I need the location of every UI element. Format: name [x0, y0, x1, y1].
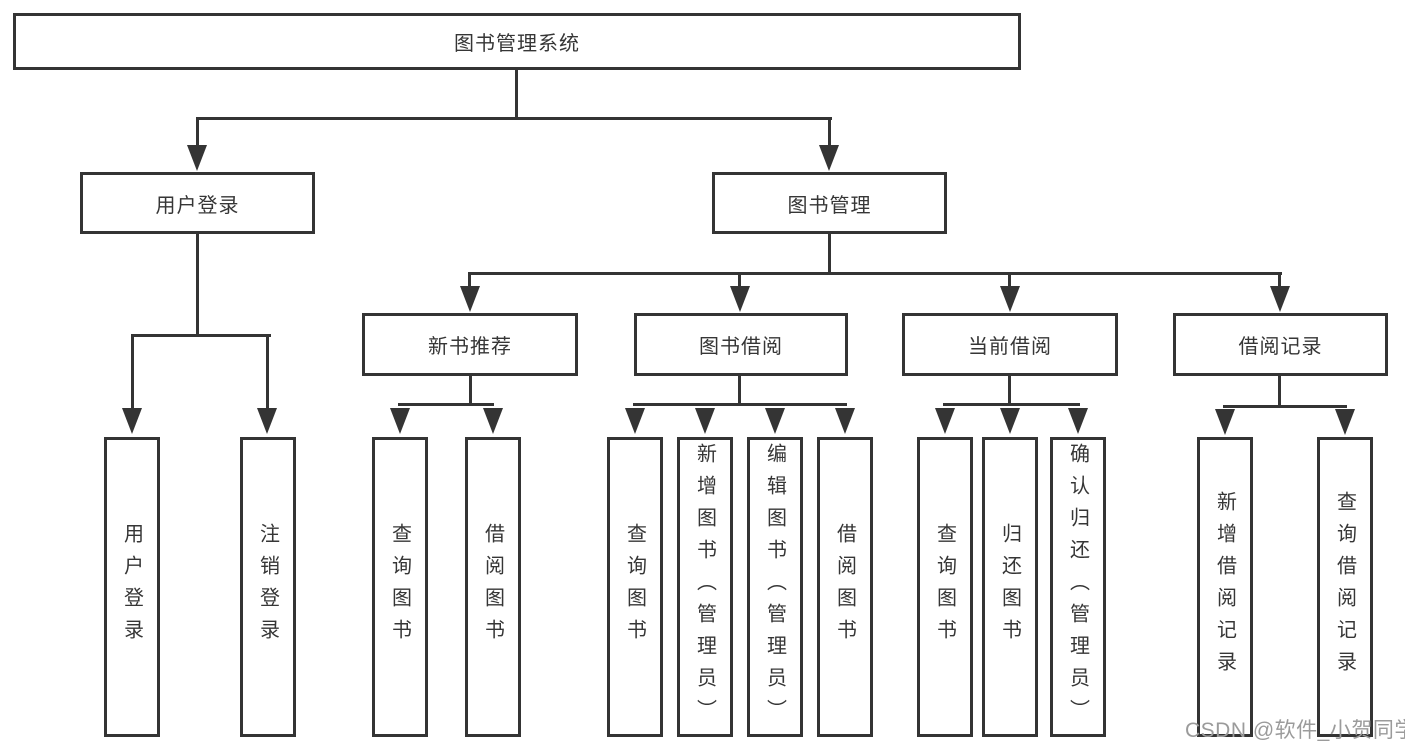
node-current-borrowing: 当前借阅 — [902, 313, 1118, 376]
node-root: 图书管理系统 — [13, 13, 1021, 70]
arrowhead-icon — [257, 408, 277, 434]
connector-records-stem — [1278, 376, 1281, 408]
node-borrow-books-borrowing: 借阅图书 — [817, 437, 873, 737]
node-confirm-return-admin-label: 确认归还（管理员） — [1066, 443, 1089, 731]
connector-records-bar — [1223, 405, 1347, 408]
connector-current-drop — [1008, 272, 1011, 288]
node-query-books-current-label: 查询图书 — [933, 523, 956, 651]
connector-user-login-bar — [131, 334, 271, 337]
connector-book-mgmt-bar — [469, 272, 1282, 275]
arrowhead-icon — [483, 408, 503, 434]
connector-recommend-stem — [469, 376, 472, 406]
arrowhead-icon — [835, 408, 855, 434]
arrowhead-icon — [819, 145, 839, 171]
node-borrowing-records-label: 借阅记录 — [1238, 336, 1323, 358]
node-query-books-current: 查询图书 — [917, 437, 973, 737]
node-logout-label: 注销登录 — [256, 523, 279, 651]
arrowhead-icon — [1270, 286, 1290, 312]
connector-root-bar — [196, 117, 832, 120]
connector-user-login-drop — [196, 117, 199, 147]
node-add-borrow-record-label: 新增借阅记录 — [1213, 491, 1236, 683]
node-query-books-recommend-label: 查询图书 — [388, 523, 411, 651]
node-edit-books-admin: 编辑图书（管理员） — [747, 437, 803, 737]
node-user-login: 用户登录 — [80, 172, 315, 234]
connector-book-mgmt-stem — [828, 234, 831, 275]
node-add-books-admin-label: 新增图书（管理员） — [693, 443, 716, 731]
arrowhead-icon — [765, 408, 785, 434]
node-borrow-books-recommend-label: 借阅图书 — [481, 523, 504, 651]
node-query-borrow-record-label: 查询借阅记录 — [1333, 491, 1356, 683]
arrowhead-icon — [460, 286, 480, 312]
connector-recommend-drop — [468, 272, 471, 288]
node-new-book-recommendation-label: 新书推荐 — [428, 336, 512, 358]
arrowhead-icon — [1215, 409, 1235, 435]
node-user-login-label: 用户登录 — [155, 194, 240, 217]
node-book-management: 图书管理 — [712, 172, 947, 234]
node-borrow-books-borrowing-label: 借阅图书 — [833, 523, 856, 651]
connector-logout-leaf-drop — [266, 334, 269, 410]
connector-book-mgmt-drop — [828, 117, 831, 147]
node-return-books: 归还图书 — [982, 437, 1038, 737]
node-borrowing-records: 借阅记录 — [1173, 313, 1388, 376]
node-edit-books-admin-label: 编辑图书（管理员） — [763, 443, 786, 731]
watermark-text: CSDN @软件_小贺同学 — [1185, 719, 1405, 742]
node-user-login-action-label: 用户登录 — [120, 523, 143, 651]
arrowhead-icon — [390, 408, 410, 434]
arrowhead-icon — [730, 286, 750, 312]
arrowhead-icon — [935, 408, 955, 434]
node-book-management-label: 图书管理 — [787, 194, 872, 217]
connector-user-login-stem — [196, 234, 199, 337]
node-query-borrow-record: 查询借阅记录 — [1317, 437, 1373, 737]
connector-current-stem — [1008, 376, 1011, 406]
node-return-books-label: 归还图书 — [998, 523, 1021, 651]
node-book-borrowing: 图书借阅 — [634, 313, 848, 376]
node-root-label: 图书管理系统 — [454, 33, 580, 55]
connector-root-stem — [515, 70, 518, 120]
arrowhead-icon — [1000, 408, 1020, 434]
connector-login-leaf-drop — [131, 334, 134, 410]
arrowhead-icon — [187, 145, 207, 171]
node-add-books-admin: 新增图书（管理员） — [677, 437, 733, 737]
node-add-borrow-record: 新增借阅记录 — [1197, 437, 1253, 737]
node-book-borrowing-label: 图书借阅 — [699, 336, 783, 358]
arrowhead-icon — [695, 408, 715, 434]
connector-current-bar — [943, 403, 1080, 406]
node-user-login-action: 用户登录 — [104, 437, 160, 737]
node-new-book-recommendation: 新书推荐 — [362, 313, 578, 376]
connector-borrowing-drop — [738, 272, 741, 288]
node-current-borrowing-label: 当前借阅 — [968, 336, 1052, 358]
arrowhead-icon — [1068, 408, 1088, 434]
node-logout: 注销登录 — [240, 437, 296, 737]
connector-records-drop — [1278, 272, 1281, 288]
arrowhead-icon — [1000, 286, 1020, 312]
connector-borrowing-bar — [633, 403, 847, 406]
node-query-books-borrowing: 查询图书 — [607, 437, 663, 737]
node-borrow-books-recommend: 借阅图书 — [465, 437, 521, 737]
arrowhead-icon — [625, 408, 645, 434]
arrowhead-icon — [122, 408, 142, 434]
arrowhead-icon — [1335, 409, 1355, 435]
connector-recommend-bar — [398, 403, 494, 406]
node-query-books-recommend: 查询图书 — [372, 437, 428, 737]
node-confirm-return-admin: 确认归还（管理员） — [1050, 437, 1106, 737]
node-query-books-borrowing-label: 查询图书 — [623, 523, 646, 651]
connector-borrowing-stem — [738, 376, 741, 406]
